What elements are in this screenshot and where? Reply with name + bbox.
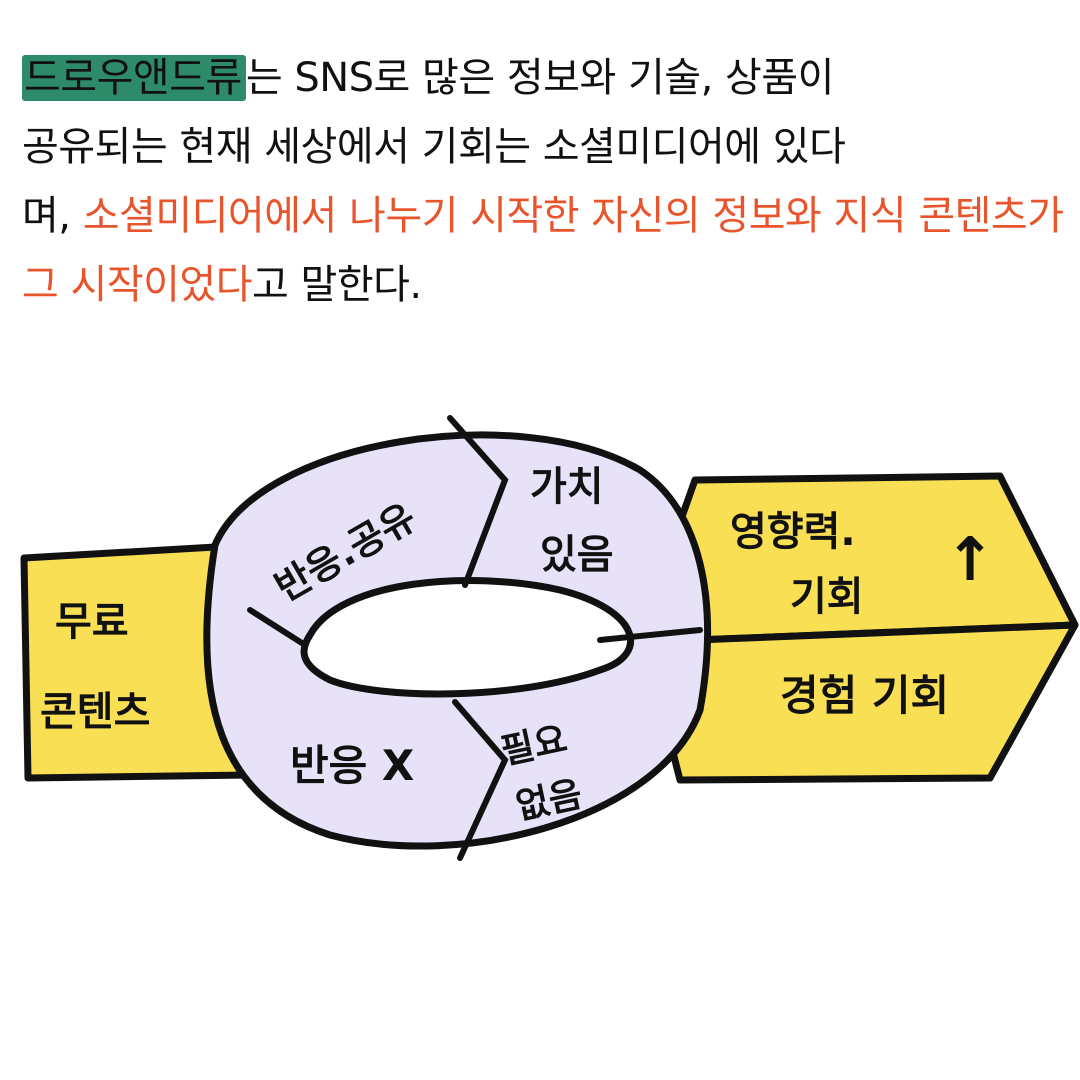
funnel-diagram: 무료 콘텐츠 반응.공유 가치 있음 반응 X 필요 없음 영향력. 기회 ↑ …	[0, 380, 1080, 900]
ring-divider-bottom	[452, 699, 509, 861]
caption-line3-start: 며,	[22, 193, 83, 239]
left-box-line2: 콘텐츠	[40, 689, 150, 735]
ring-top-right-line2: 있음	[540, 532, 614, 578]
up-arrow-icon: ↑	[945, 525, 995, 595]
ring-divider-left	[247, 607, 308, 648]
caption-end: 고 말한다.	[252, 262, 422, 308]
ring-top-right-line1: 가치	[530, 464, 604, 510]
left-box-line1: 무료	[55, 599, 129, 645]
ring-divider-right	[597, 627, 703, 643]
right-bottom-label: 경험 기회	[780, 671, 949, 720]
highlight-name: 드로우앤드류	[22, 55, 246, 101]
caption-line2: 공유되는 현재 세상에서 기회는 소셜미디어에 있다	[22, 124, 846, 170]
caption-accent: 소셜미디어에서 나누기 시작한 자신의 정보와 지식 콘텐츠가 그 시작이었다	[22, 193, 1064, 308]
right-top-line1: 영향력.	[730, 509, 856, 555]
ring	[203, 431, 711, 850]
ring-divider-top	[447, 415, 509, 588]
diagram-svg: 무료 콘텐츠 반응.공유 가치 있음 반응 X 필요 없음 영향력. 기회 ↑ …	[20, 415, 1079, 861]
caption-line1-rest: 는 SNS로 많은 정보와 기술, 상품이	[245, 55, 835, 101]
ring-bottom-left-label: 반응 X	[290, 741, 414, 790]
right-top-line2: 기회	[790, 574, 864, 620]
